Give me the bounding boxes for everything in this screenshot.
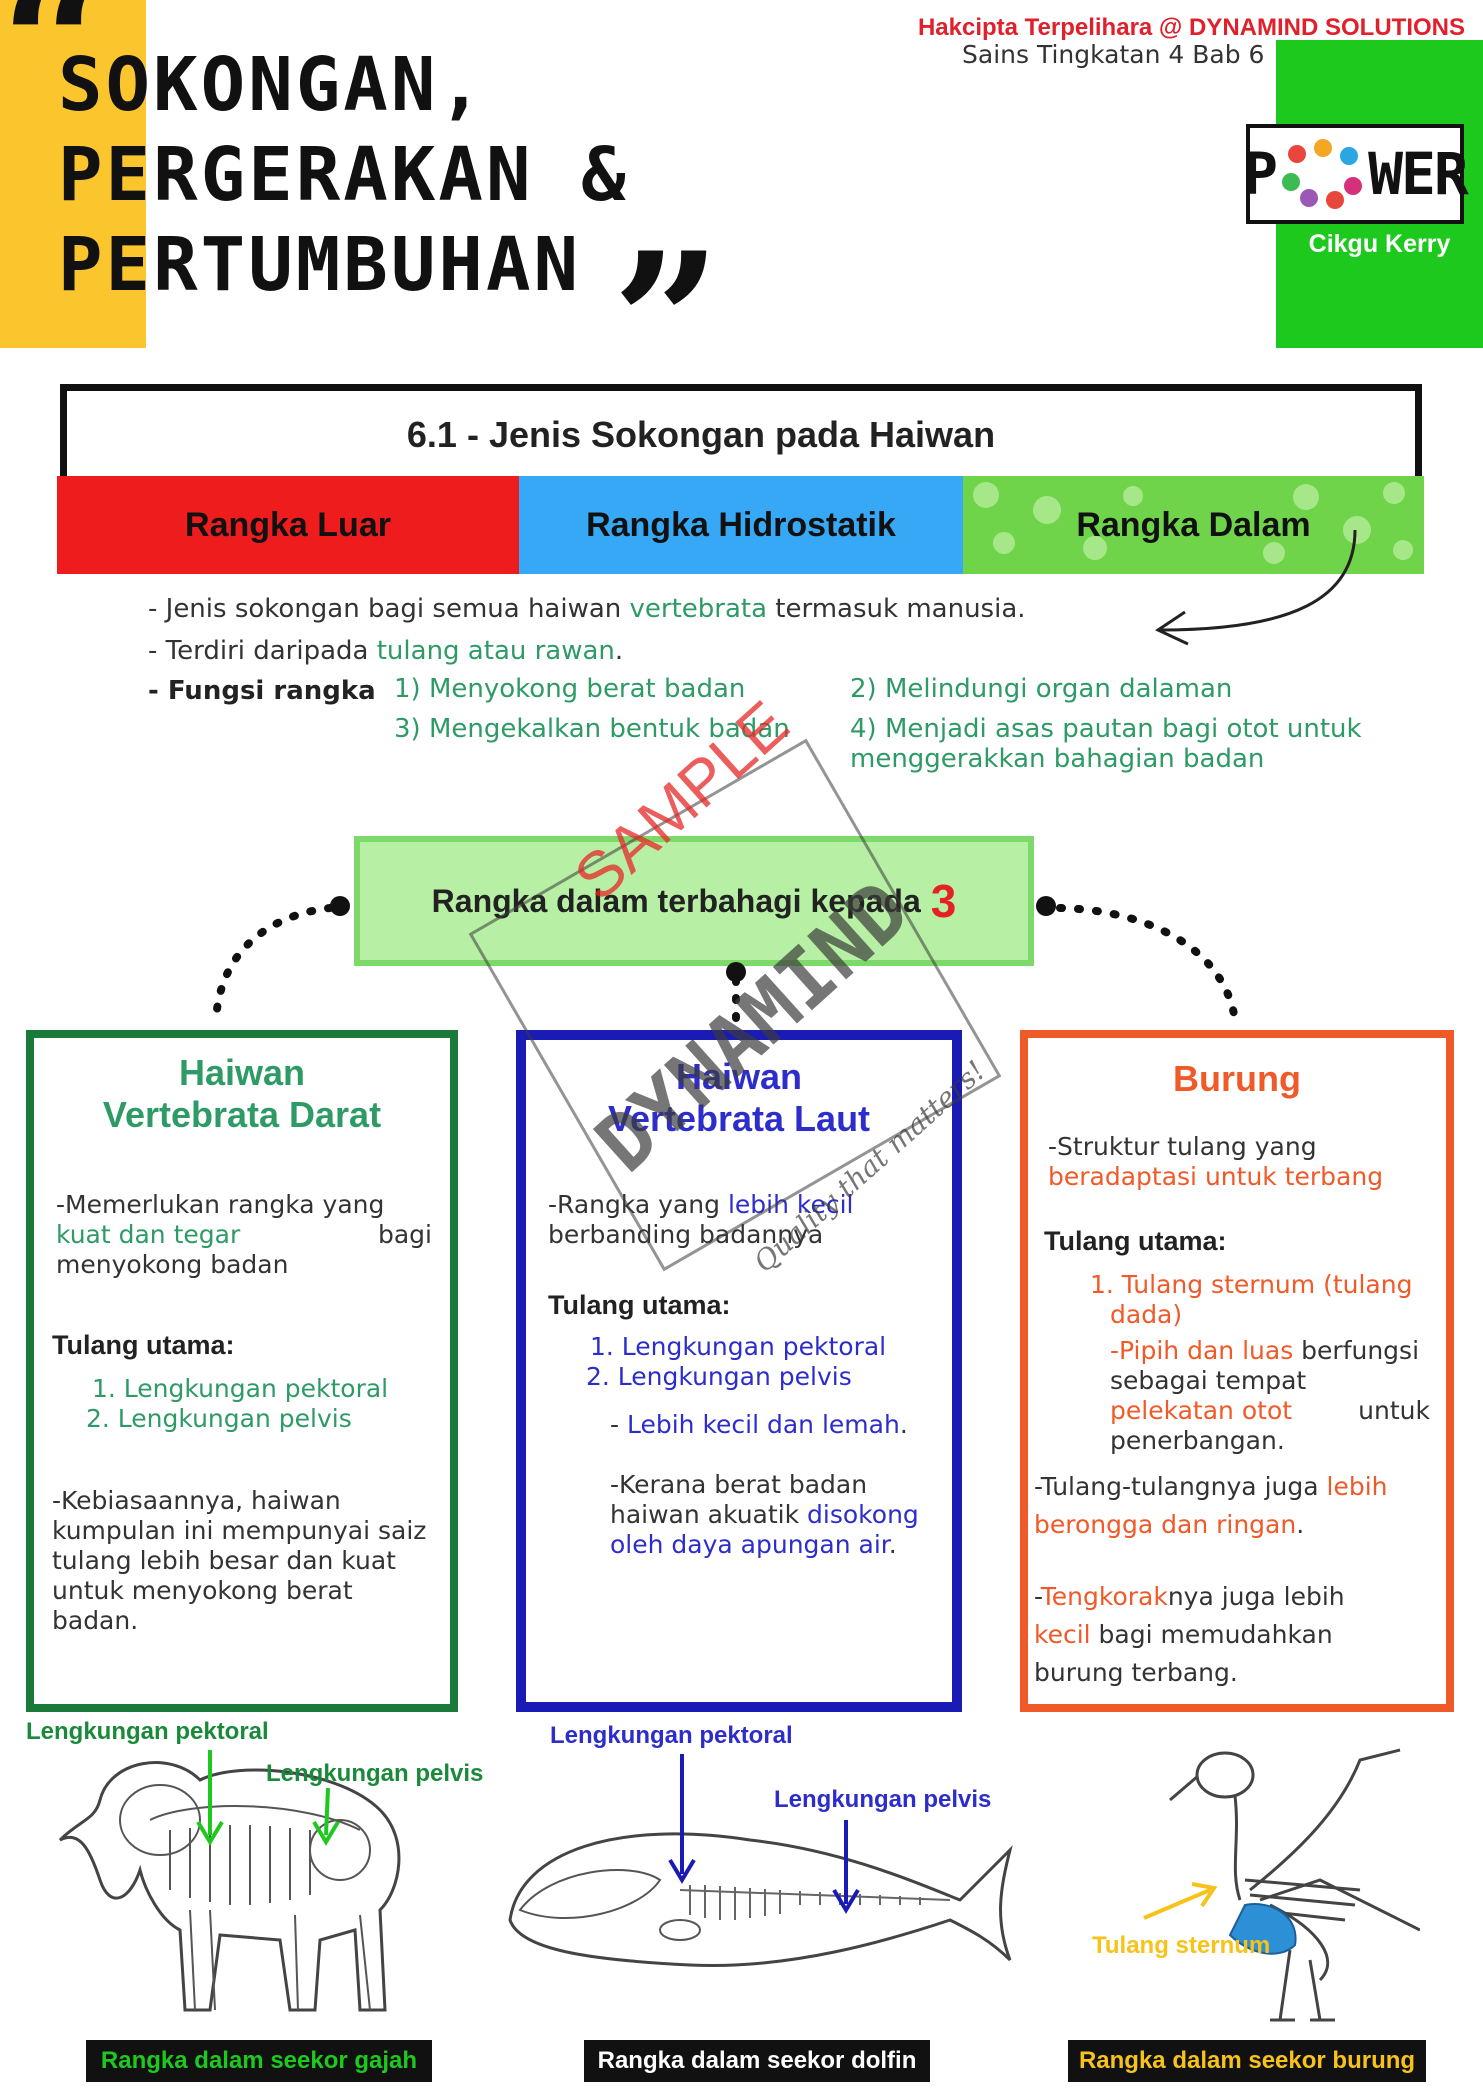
tab-hydrostatic: Rangka Hidrostatik xyxy=(519,476,963,574)
function-1: 1) Menyokong berat badan xyxy=(394,674,746,704)
section-header-box xyxy=(60,384,1422,482)
dotted-connectors xyxy=(212,896,1239,1029)
dolphin-pelvis-label: Lengkungan pelvis xyxy=(774,1786,992,1813)
card-bird: Burung -Struktur tulang yang beradaptasi… xyxy=(1020,1030,1454,1712)
card-land-vertebrate: Haiwan Vertebrata Darat -Memerlukan rang… xyxy=(26,1030,458,1712)
elephant-arrows xyxy=(196,1750,340,1846)
land-bone-1: 1. Lengkungan pektoral xyxy=(92,1374,389,1403)
center-summary-box: Rangka dalam terbahagi kepada 3 xyxy=(354,836,1034,966)
elephant-caption: Rangka dalam seekor gajah xyxy=(86,2040,432,2082)
curved-arrow-icon xyxy=(1154,529,1357,646)
bird-sternum-detail: -Pipih dan luas berfungsi sebagai tempat… xyxy=(1110,1336,1430,1455)
tab-endoskeleton-label: Rangka Dalam xyxy=(1076,505,1311,544)
land-note: -Kebiasaannya, haiwan kumpulan ini mempu… xyxy=(52,1486,427,1635)
bird-intro: -Struktur tulang yang beradaptasi untuk … xyxy=(1048,1132,1384,1191)
center-number: 3 xyxy=(930,875,957,927)
sea-bone-1: 1. Lengkungan pektoral xyxy=(590,1332,887,1361)
dolphin-pectoral-label: Lengkungan pektoral xyxy=(550,1722,793,1749)
function-4-continued: menggerakkan bahagian badan xyxy=(850,744,1265,774)
section-title: 6.1 - Jenis Sokongan pada Haiwan xyxy=(406,414,996,455)
card-land-title: Haiwan Vertebrata Darat xyxy=(102,1052,382,1135)
function-4: 4) Menjadi asas pautan bagi otot untuk xyxy=(850,714,1362,744)
logo-letter-p: P xyxy=(1243,140,1278,208)
bird-sternum-label: Tulang sternum xyxy=(1092,1932,1271,1959)
dolphin-arrows xyxy=(668,1754,860,1914)
bird-note-2: -Tengkoraknya juga lebih kecil bagi memu… xyxy=(1034,1582,1345,1687)
elephant-skeleton-illustration xyxy=(58,1761,401,2012)
center-label: Rangka dalam terbahagi kepada xyxy=(431,882,921,919)
info-line-2: - Terdiri daripada tulang atau rawan. xyxy=(148,636,624,666)
info-line-1: - Jenis sokongan bagi semua haiwan verte… xyxy=(148,594,1026,624)
page-title: SOKONGAN, PERGERAKAN & PERTUMBUHAN xyxy=(58,40,629,310)
land-bones-label: Tulang utama: xyxy=(52,1330,235,1360)
logo-letters-wer: WER xyxy=(1368,140,1469,208)
bird-bone-1: 1. Tulang sternum (tulang dada) xyxy=(1090,1270,1413,1329)
sea-intro: -Rangka yang lebih kecil berbanding bada… xyxy=(548,1190,854,1249)
yellow-accent-bar xyxy=(0,0,146,348)
tab-endoskeleton: Rangka Dalam xyxy=(963,476,1424,574)
title-line-1: SOKONGAN, xyxy=(58,42,486,128)
sea-bones-label: Tulang utama: xyxy=(548,1290,731,1320)
sternum-arrow xyxy=(1143,1882,1218,1920)
title-line-3: PERTUMBUHAN xyxy=(58,222,582,308)
copyright-notice: Hakcipta Terpelihara @ DYNAMIND SOLUTION… xyxy=(917,14,1465,41)
card-sea-vertebrate: Haiwan Vertebrata Laut -Rangka yang lebi… xyxy=(516,1030,962,1712)
logo-caption: Cikgu Kerry xyxy=(1308,230,1451,258)
sea-note: -Kerana berat badan haiwan akuatik disok… xyxy=(610,1470,919,1559)
power-logo: P WER xyxy=(1243,124,1469,224)
function-2: 2) Melindungi organ dalaman xyxy=(850,674,1233,704)
elephant-pectoral-label: Lengkungan pektoral xyxy=(26,1718,269,1745)
open-quote-mark: “ xyxy=(0,0,110,156)
card-sea-title: Haiwan Vertebrata Laut xyxy=(607,1056,871,1139)
sea-sub-note: - Lebih kecil dan lemah. xyxy=(610,1410,908,1439)
function-3: 3) Mengekalkan bentuk badan xyxy=(394,714,790,744)
tab-exoskeleton-label: Rangka Luar xyxy=(185,505,391,544)
bird-caption: Rangka dalam seekor burung xyxy=(1068,2040,1426,2082)
card-bird-title: Burung xyxy=(1173,1058,1301,1099)
people-circle-icon xyxy=(1278,139,1366,209)
elephant-pelvis-label: Lengkungan pelvis xyxy=(266,1760,484,1787)
dolphin-skeleton-illustration xyxy=(508,1832,1013,1968)
bird-bones-label: Tulang utama: xyxy=(1044,1226,1227,1256)
dolphin-caption: Rangka dalam seekor dolfin xyxy=(584,2040,930,2082)
bird-note-1: -Tulang-tulangnya juga lebih berongga da… xyxy=(1034,1472,1388,1539)
bird-skeleton-illustration xyxy=(1169,1748,1420,2022)
subject-label: Sains Tingkatan 4 Bab 6 xyxy=(962,40,1265,69)
tab-exoskeleton: Rangka Luar xyxy=(57,476,519,574)
title-line-2: PERGERAKAN & xyxy=(58,132,629,218)
sea-bone-2: 2. Lengkungan pelvis xyxy=(586,1362,852,1391)
land-bone-2: 2. Lengkungan pelvis xyxy=(86,1404,352,1433)
tab-hydrostatic-label: Rangka Hidrostatik xyxy=(586,505,896,544)
function-label: - Fungsi rangka xyxy=(148,676,376,706)
